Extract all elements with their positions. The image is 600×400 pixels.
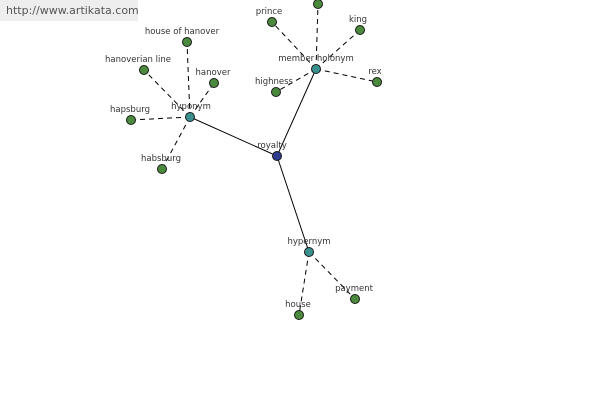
edge-hyponym-habsburg bbox=[161, 116, 191, 170]
label-hyponym: hyponym bbox=[171, 102, 211, 112]
edge-hypernym-house bbox=[298, 251, 310, 316]
labels-layer: house of hanover hanoverian line hanover ha… bbox=[105, 7, 382, 310]
edge-member-holonym-unnamed bbox=[315, 3, 319, 70]
nodes-layer bbox=[126, 0, 382, 320]
edge-royalty-hyponym bbox=[189, 116, 278, 157]
node-hypernym[interactable] bbox=[304, 247, 314, 257]
edge-member-holonym-highness bbox=[275, 68, 317, 93]
node-payment[interactable] bbox=[350, 294, 360, 304]
node-royalty[interactable] bbox=[272, 151, 282, 161]
node-house-of-hanover[interactable] bbox=[182, 37, 192, 47]
edge-hyponym-house-of-hanover bbox=[186, 41, 191, 118]
node-hyponym[interactable] bbox=[185, 112, 195, 122]
watermark-url: http://www.artikata.com bbox=[0, 0, 139, 21]
edge-hyponym-hanover bbox=[189, 82, 215, 118]
edge-royalty-hypernym bbox=[276, 155, 310, 253]
node-hapsburg[interactable] bbox=[126, 115, 136, 125]
node-hanover[interactable] bbox=[209, 78, 219, 88]
label-house: house bbox=[285, 300, 311, 310]
node-prince[interactable] bbox=[267, 17, 277, 27]
label-hypernym: hypernym bbox=[287, 237, 330, 247]
label-royalty: royalty bbox=[257, 141, 286, 151]
label-rex: rex bbox=[368, 67, 381, 77]
label-hanover: hanover bbox=[196, 68, 231, 78]
node-unnamed[interactable] bbox=[313, 0, 323, 9]
label-payment: payment bbox=[335, 284, 374, 294]
edge-member-holonym-rex bbox=[315, 68, 378, 83]
edge-member-holonym-king bbox=[315, 29, 361, 70]
node-habsburg[interactable] bbox=[157, 164, 167, 174]
node-rex[interactable] bbox=[372, 77, 382, 87]
edge-hypernym-payment bbox=[308, 251, 356, 300]
edges-layer bbox=[130, 3, 378, 316]
edge-hyponym-hanoverian-line bbox=[143, 69, 191, 118]
node-highness[interactable] bbox=[271, 87, 281, 97]
node-member-holonym[interactable] bbox=[311, 64, 321, 74]
label-habsburg: habsburg bbox=[141, 154, 181, 164]
label-hanoverian-line: hanoverian line bbox=[105, 55, 171, 65]
label-king: king bbox=[349, 15, 367, 25]
node-house[interactable] bbox=[294, 310, 304, 320]
node-hanoverian-line[interactable] bbox=[139, 65, 149, 75]
edge-member-holonym-prince bbox=[271, 21, 317, 70]
edge-hyponym-hapsburg bbox=[130, 116, 191, 121]
node-king[interactable] bbox=[355, 25, 365, 35]
label-prince: prince bbox=[256, 7, 283, 17]
label-highness: highness bbox=[255, 77, 294, 87]
edge-royalty-member-holonym bbox=[276, 68, 317, 157]
label-house-of-hanover: house of hanover bbox=[145, 27, 220, 37]
label-member-holonym: member holonym bbox=[278, 54, 353, 64]
label-hapsburg: hapsburg bbox=[110, 105, 150, 115]
